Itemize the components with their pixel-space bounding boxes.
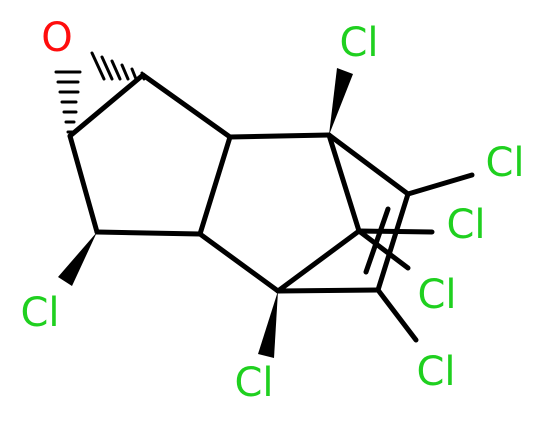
bond [67,133,100,235]
wedge-bond [329,68,353,135]
bond-bridge [326,132,362,234]
bond-double-2 [363,206,391,275]
chlorine-label-2: Cl [485,140,524,186]
bond [275,287,381,294]
oxygen-label: O [41,15,72,61]
atom-labels: O Cl Cl Cl Cl Cl Cl Cl [20,15,524,406]
bond [227,132,332,140]
bond-bridge [275,228,362,294]
bond-c-cl [356,228,435,235]
bond-epoxide-cc [67,72,146,139]
bond [197,231,281,294]
bond-c-cl [356,228,411,271]
chlorine-label-5: Cl [416,349,455,395]
bond-c-cl [405,172,475,197]
bond-c-cl [375,287,419,343]
chlorine-label-4: Cl [417,272,456,318]
wedge-bond [58,232,97,286]
bond-lines [67,72,475,343]
wedge-bond [258,291,278,358]
bond [140,72,233,140]
hash-bonds [54,51,146,134]
bond-double-1 [375,191,411,293]
bond [94,229,203,237]
wedge-bonds [58,68,353,358]
chlorine-label-6: Cl [20,290,59,336]
bond [326,132,411,197]
chlorine-label-3: Cl [446,202,485,248]
chlorine-label-1: Cl [339,20,378,66]
bond [197,134,233,237]
chlorine-label-7: Cl [234,360,273,406]
